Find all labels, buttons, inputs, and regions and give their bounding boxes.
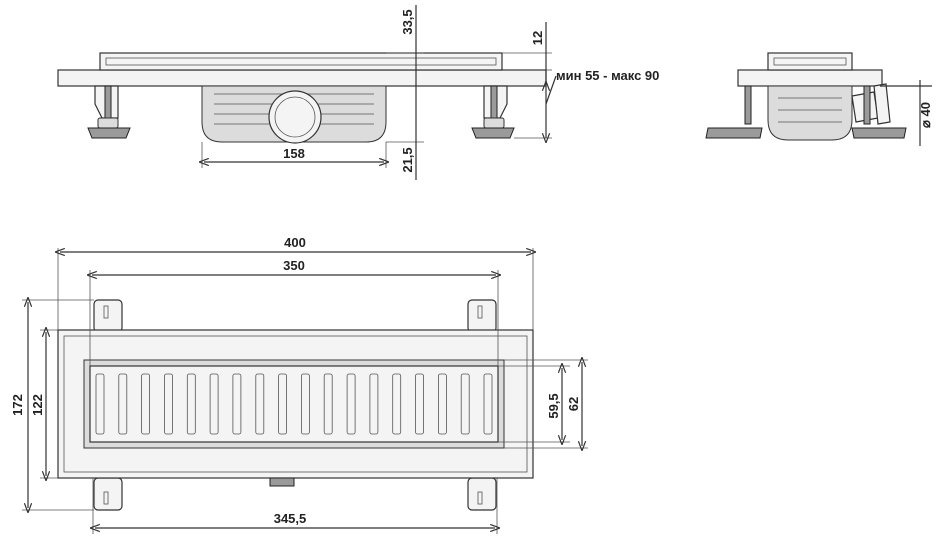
dim-adjust-range: мин 55 - макс 90 [556, 68, 659, 83]
grate [89, 365, 499, 443]
grate-slot [118, 373, 128, 435]
dim-pipe-diameter: ⌀ 40 [918, 102, 933, 128]
dim-outlet-depth: 21,5 [400, 147, 415, 172]
dim-length-mount: 345,5 [274, 511, 307, 526]
side-flange [57, 69, 547, 87]
dim-frame: 12 [530, 31, 545, 45]
grate-slot [186, 373, 196, 435]
end-flange [737, 69, 883, 87]
end-foot-right [851, 127, 907, 139]
end-view: ⌀ 40 [705, 52, 933, 146]
dim-side-height: 33,5 [400, 9, 415, 34]
grate-slot [141, 373, 151, 435]
side-frame [99, 52, 503, 71]
grate-slot [460, 373, 470, 435]
grate-slot [437, 373, 447, 435]
grate-slot [232, 373, 242, 435]
grate-slot [483, 373, 493, 435]
grate-slot [300, 373, 310, 435]
grate-slot [278, 373, 288, 435]
dim-length-channel: 350 [283, 258, 305, 273]
dim-height-total: 172 [10, 394, 25, 416]
grate-slots [95, 373, 493, 435]
end-foot-left [705, 127, 763, 139]
end-frame [767, 52, 853, 71]
grate-slot [164, 373, 173, 435]
grate-slot [346, 373, 356, 435]
dim-length-total: 400 [284, 235, 306, 250]
grate-slot [369, 373, 379, 435]
side-outlet-pipe [268, 90, 322, 144]
dim-grate-outer: 62 [566, 397, 581, 411]
end-channel-body [767, 85, 853, 141]
grate-slot [392, 373, 402, 435]
top-outlet-stub [269, 477, 295, 487]
side-foot-right [471, 127, 515, 139]
grate-slot [255, 373, 265, 435]
dim-outlet-width: 158 [283, 146, 305, 161]
grate-slot [95, 373, 105, 435]
side-view: 158 33,5 21,5 12 мин 55 - макс 90 [57, 5, 659, 180]
side-foot-left [87, 127, 131, 139]
grate-slot [209, 373, 219, 435]
top-view: 400 350 345,5 172 122 59,5 62 [10, 235, 588, 534]
side-frame-inner [105, 57, 497, 66]
grate-slot [415, 373, 424, 435]
dim-height-inner: 122 [30, 394, 45, 416]
dim-grate-inner: 59,5 [546, 393, 561, 418]
grate-slot [323, 373, 333, 435]
